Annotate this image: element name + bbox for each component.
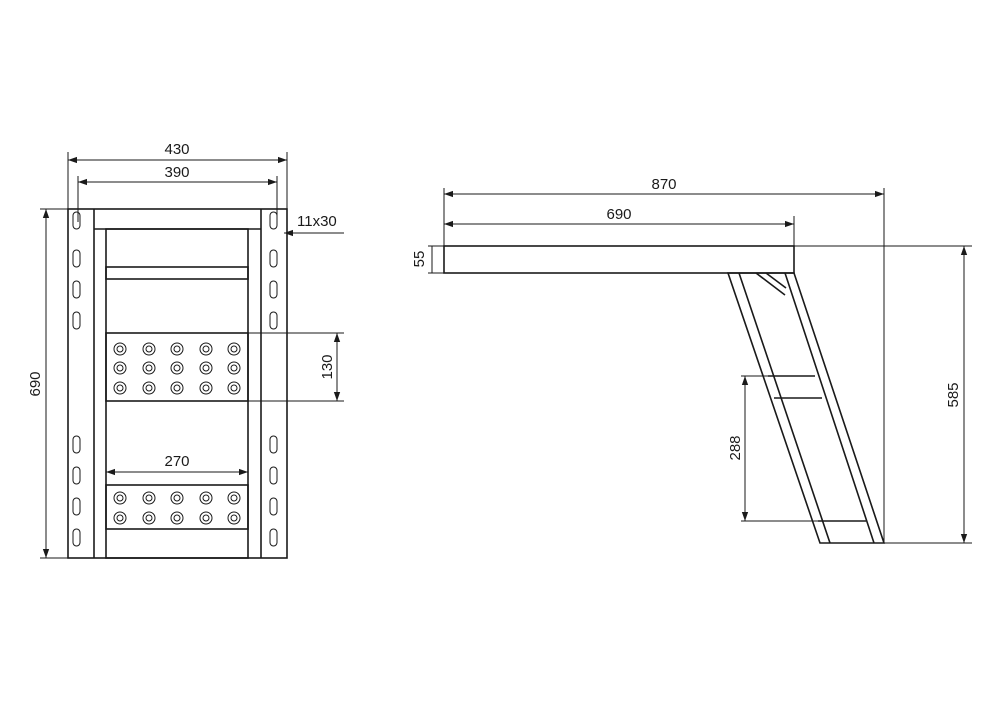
bolt-hole (116, 514, 124, 522)
bolt-hole (199, 381, 213, 395)
dim-130-label: 130 (319, 354, 336, 379)
bolt-hole (170, 511, 184, 525)
bolt-hole (142, 361, 156, 375)
dim-690-top-label: 690 (606, 206, 631, 223)
dim-390-label: 390 (164, 164, 189, 181)
bolt-hole (227, 342, 241, 356)
bolt-hole (230, 345, 238, 353)
bolt-hole (173, 345, 181, 353)
bolt-hole (173, 494, 181, 502)
dim-585-label: 585 (945, 382, 962, 407)
bolt-hole (113, 381, 127, 395)
mounting-slot (269, 249, 278, 268)
bolt-hole (113, 511, 127, 525)
support-inner-right (784, 272, 875, 544)
mounting-slot (72, 249, 81, 268)
mounting-slot (269, 311, 278, 330)
dim-slot-label: 11x30 (297, 213, 337, 230)
bolt-hole (227, 381, 241, 395)
mounting-slot (72, 311, 81, 330)
dim-690-label: 690 (27, 371, 44, 396)
mounting-slot (269, 280, 278, 299)
bolt-hole (113, 361, 127, 375)
bolt-hole (227, 511, 241, 525)
dim-288-label: 288 (727, 435, 744, 460)
front-view (67, 208, 288, 559)
bolt-hole (202, 345, 210, 353)
bolt-hole (202, 494, 210, 502)
bolt-hole (230, 384, 238, 392)
mounting-slot (269, 435, 278, 454)
bolt-hole (170, 361, 184, 375)
mounting-slot (269, 528, 278, 547)
dim-870-label: 870 (651, 176, 676, 193)
gusset-edge (765, 272, 787, 289)
bolt-hole (113, 342, 127, 356)
side-dimensions: 870 690 55 585 288 (411, 176, 972, 544)
mounting-slot (269, 211, 278, 230)
lower-step-plate (105, 484, 249, 530)
bolt-hole (199, 511, 213, 525)
dim-430-label: 430 (164, 141, 189, 158)
middle-step-plate (105, 332, 249, 402)
mounting-slot (72, 435, 81, 454)
bolt-hole (227, 361, 241, 375)
mounting-slot (269, 466, 278, 485)
bolt-hole (230, 494, 238, 502)
gusset-edge (755, 272, 786, 296)
dim-55-label: 55 (411, 251, 428, 268)
bolt-hole (202, 514, 210, 522)
mounting-slot (72, 466, 81, 485)
bolt-hole (142, 381, 156, 395)
bolt-hole (116, 364, 124, 372)
bolt-hole (116, 345, 124, 353)
bolt-hole (170, 491, 184, 505)
bolt-hole (145, 514, 153, 522)
dim-270-label: 270 (164, 453, 189, 470)
bolt-hole (142, 491, 156, 505)
mounting-slot (72, 280, 81, 299)
bolt-hole (145, 384, 153, 392)
bolt-hole (116, 384, 124, 392)
bolt-hole (142, 511, 156, 525)
bolt-hole (199, 342, 213, 356)
mounting-slot (72, 211, 81, 230)
support-inner-left (738, 272, 831, 544)
mounting-slot (72, 528, 81, 547)
platform (443, 245, 795, 274)
bolt-hole (199, 361, 213, 375)
bolt-hole (173, 514, 181, 522)
upper-step-plate (105, 266, 249, 280)
bolt-hole (199, 491, 213, 505)
bolt-hole (173, 384, 181, 392)
bolt-hole (142, 342, 156, 356)
bolt-hole (116, 494, 124, 502)
mounting-slot (72, 497, 81, 516)
front-holes (113, 342, 241, 525)
bolt-hole (202, 364, 210, 372)
front-outer-frame (67, 208, 288, 559)
bolt-hole (113, 491, 127, 505)
bolt-hole (170, 381, 184, 395)
front-slots (72, 211, 278, 547)
side-view (443, 245, 886, 544)
bolt-hole (145, 494, 153, 502)
bolt-hole (145, 364, 153, 372)
front-dimensions: 430 390 11x30 690 130 270 (27, 141, 344, 559)
bolt-hole (170, 342, 184, 356)
bolt-hole (202, 384, 210, 392)
bolt-hole (230, 364, 238, 372)
mounting-slot (269, 497, 278, 516)
bolt-hole (173, 364, 181, 372)
bolt-hole (230, 514, 238, 522)
bolt-hole (227, 491, 241, 505)
bolt-hole (145, 345, 153, 353)
